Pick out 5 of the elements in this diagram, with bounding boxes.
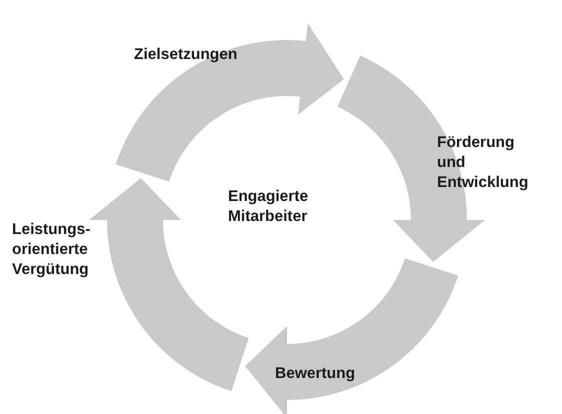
phase-label: Förderung und Entwicklung — [437, 133, 530, 194]
phase-label: Leistungs- orientierte Vergütung — [12, 220, 92, 280]
center-label: Engagierte Mitarbeiter — [228, 187, 310, 228]
phase-label: Bewertung — [275, 364, 356, 384]
phase-label: Zielsetzungen — [134, 45, 238, 65]
